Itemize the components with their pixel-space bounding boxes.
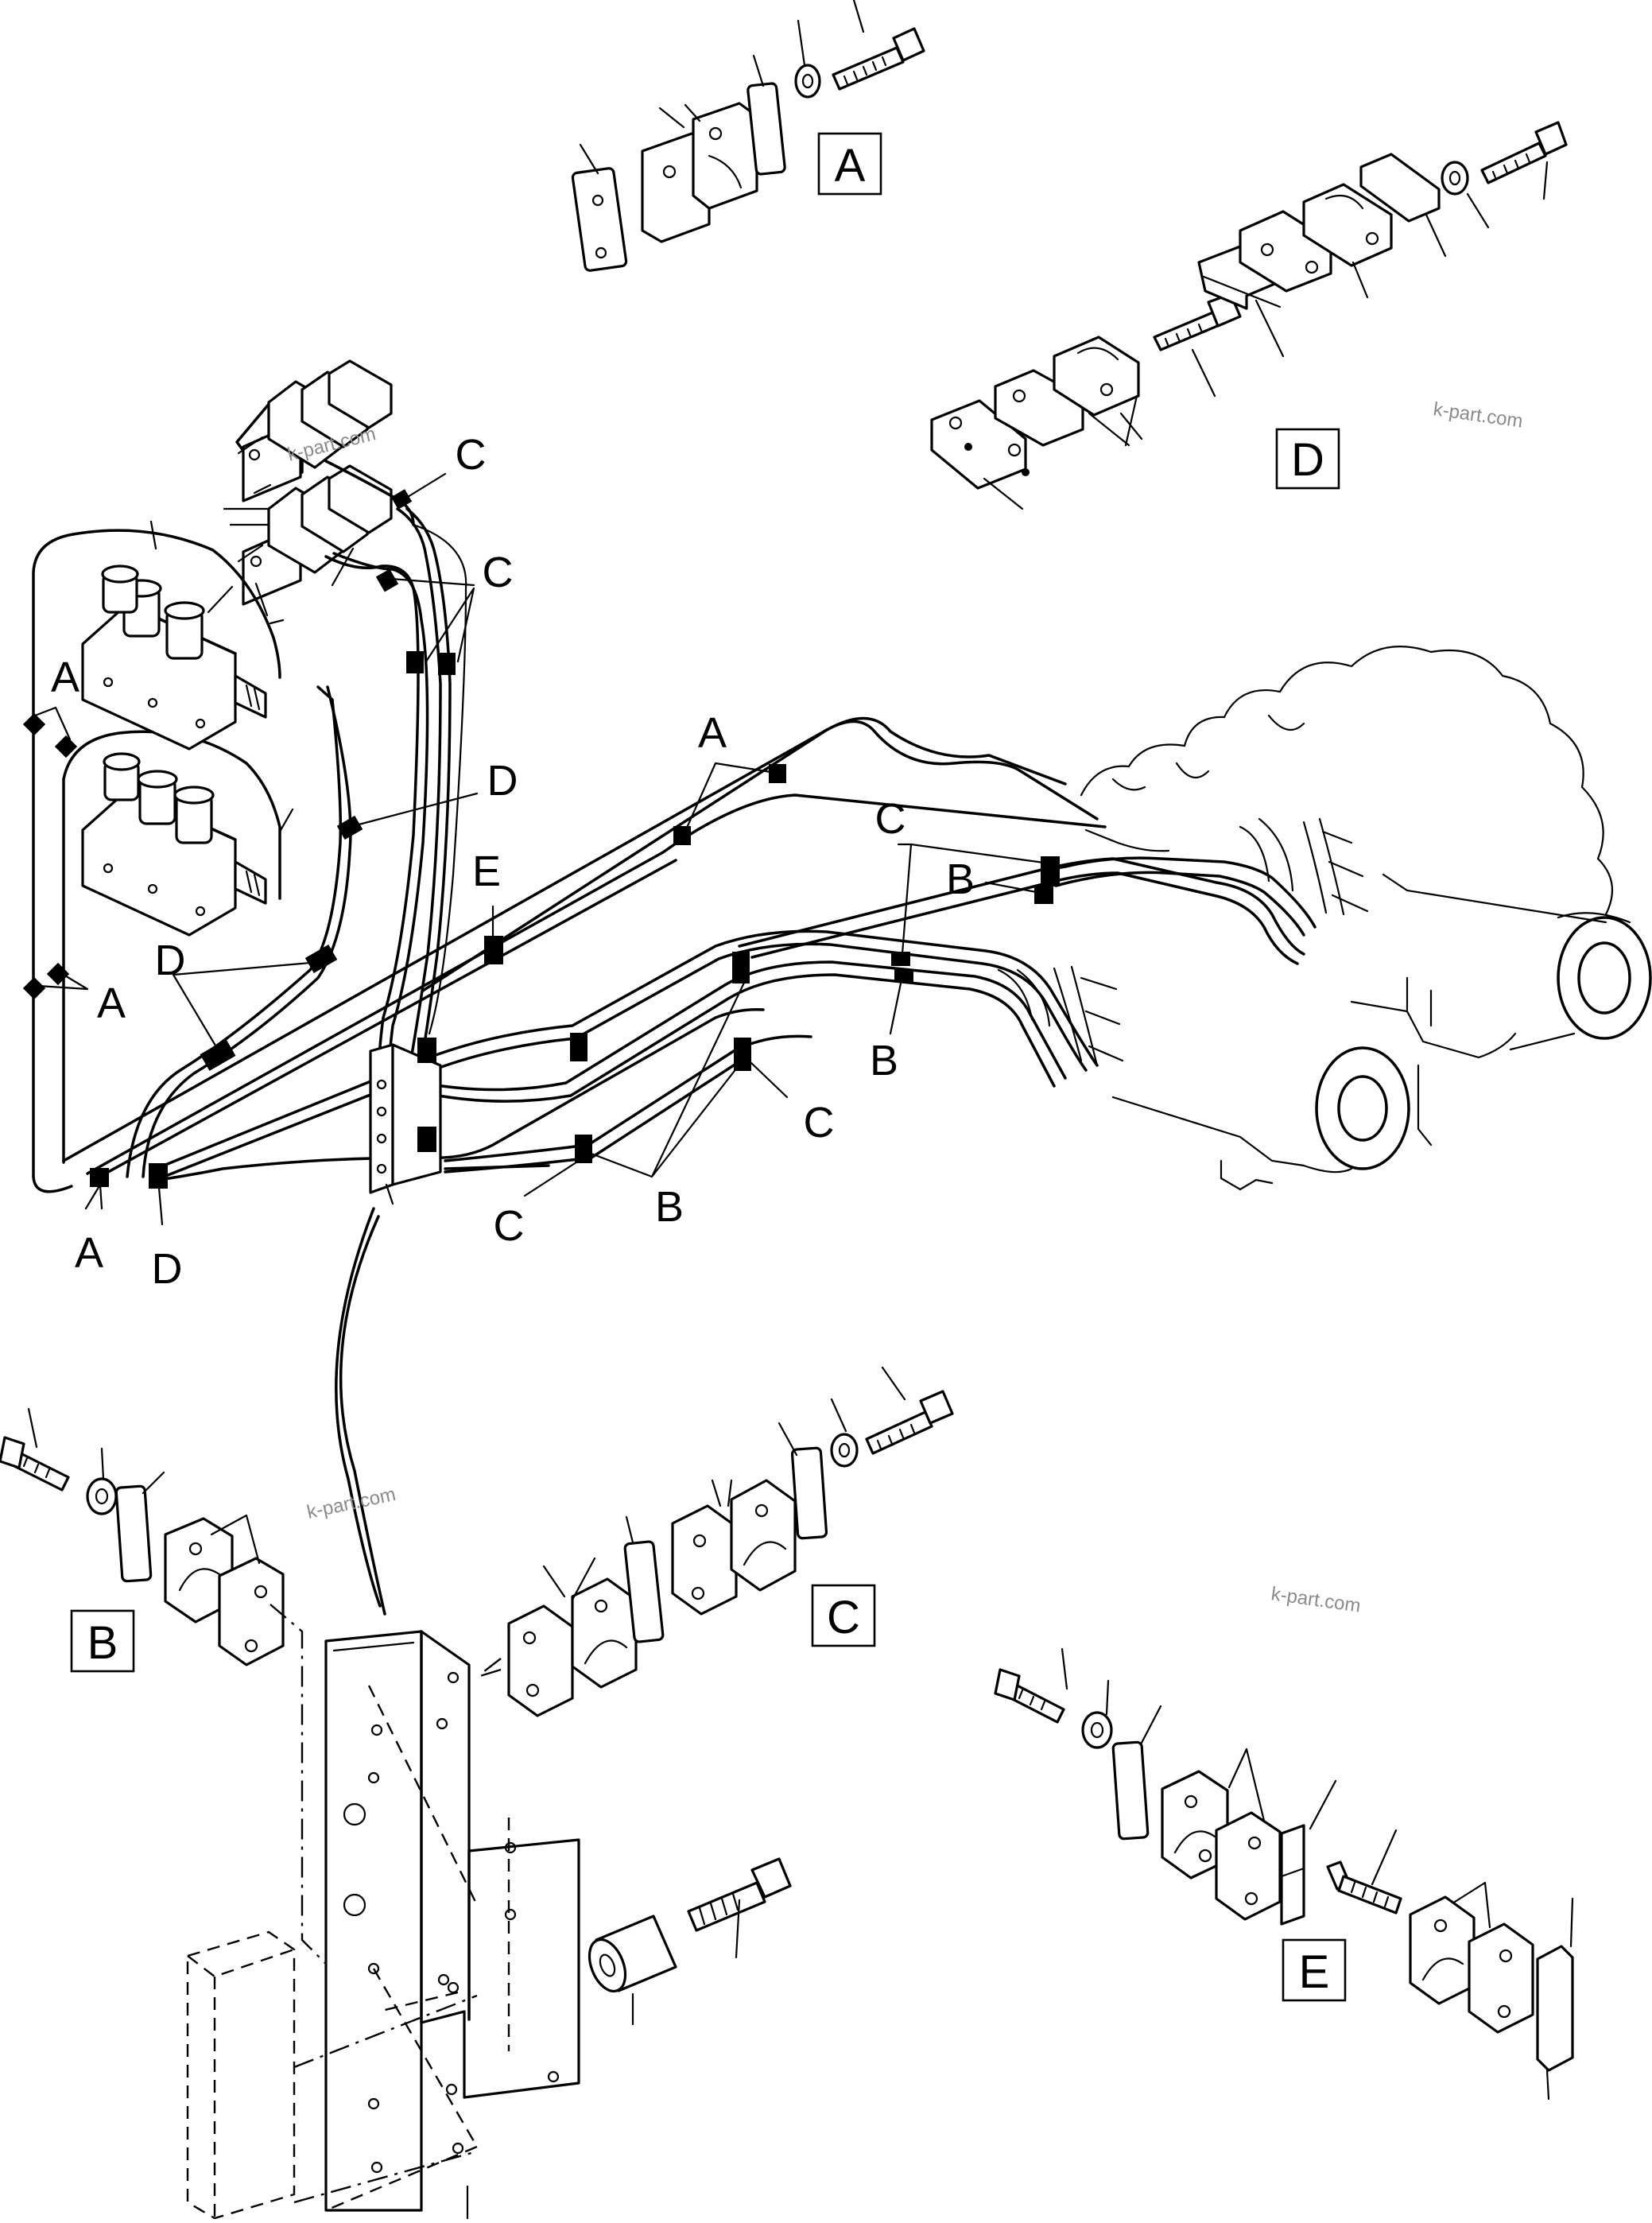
spacer-and-bolt (588, 1857, 792, 2026)
detail-e-clamp-kit (994, 1647, 1574, 2101)
valve-block-upper (81, 564, 267, 751)
detail-d-label: D (1291, 434, 1324, 486)
callout-e1: E (472, 848, 501, 895)
detail-e-label: E (1299, 1946, 1330, 1998)
detail-b-label: B (87, 1617, 118, 1669)
leader-curve-to-bracket-detail (339, 1215, 386, 1616)
callout-d3: D (152, 1245, 183, 1293)
watermark-2: k-part.com (1432, 398, 1524, 433)
clamp-markers (22, 489, 1060, 1189)
detail-a-box (817, 132, 882, 196)
callout-c3: C (875, 795, 906, 843)
callout-a2: A (97, 980, 126, 1027)
leader-curve-edge (335, 1207, 382, 1608)
callout-d2: D (155, 937, 186, 984)
watermark-4: k-part.com (1270, 1583, 1362, 1617)
engine-outline (1080, 646, 1652, 1191)
tube-bracket-assembly (369, 1043, 442, 1205)
solenoid-valve-assembly-lower (207, 464, 393, 625)
callout-b2: B (870, 1037, 898, 1084)
detail-c-box (811, 1584, 876, 1647)
callout-d1: D (487, 757, 518, 805)
callout-a3: A (698, 709, 727, 757)
solenoid-valve-assembly-upper (223, 359, 393, 558)
detail-d-clamp-kit (930, 121, 1568, 510)
detail-e-box (1282, 1938, 1347, 2002)
callout-b3: B (655, 1183, 684, 1231)
callout-c2: C (483, 549, 514, 596)
callout-b1: B (946, 855, 975, 903)
detail-c-clamp-kit (507, 1366, 954, 1717)
callout-leaders (33, 472, 1051, 1226)
main-tube-harness (62, 716, 1369, 1181)
mounting-bracket-detail (186, 1604, 580, 2220)
detail-c-label: C (827, 1592, 860, 1643)
callout-c4: C (804, 1099, 835, 1146)
detail-a-label: A (835, 140, 866, 192)
detail-b-clamp-kit (0, 1407, 285, 1666)
callout-c1: C (456, 431, 487, 479)
callout-c5: C (494, 1202, 525, 1250)
valve-block-lower (81, 752, 267, 937)
detail-b-box (70, 1609, 135, 1673)
detail-a-clamp-kit (571, 0, 925, 272)
callout-a1: A (51, 654, 79, 701)
callout-a4: A (75, 1229, 103, 1277)
detail-d-box (1275, 428, 1340, 490)
